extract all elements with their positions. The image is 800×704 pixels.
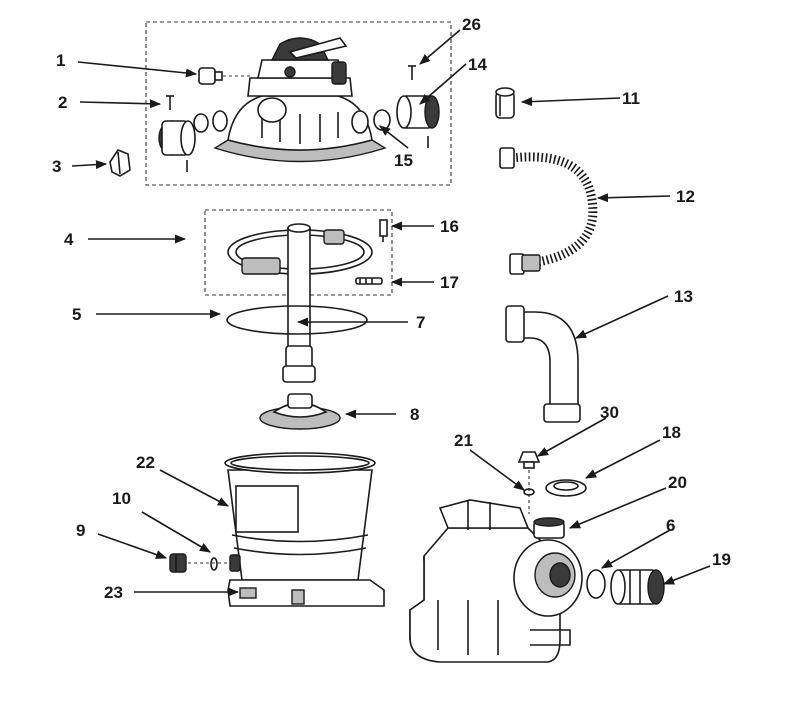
leader-lines	[71, 29, 711, 597]
strainer-cap-nut	[545, 479, 587, 497]
elbow-pipe	[505, 305, 581, 423]
label-22: 22	[136, 453, 155, 472]
hex-nut	[109, 149, 131, 177]
center-pipe	[282, 223, 316, 383]
label-17: 17	[440, 273, 459, 292]
filter-tank	[224, 452, 376, 581]
label-14: 14	[468, 55, 487, 74]
hose-adapter	[495, 87, 515, 119]
label-8: 8	[410, 405, 419, 424]
label-15: 15	[394, 151, 413, 170]
label-20: 20	[668, 473, 687, 492]
clamp-screw	[355, 277, 383, 285]
clamp-bolt	[379, 219, 388, 242]
multiport-valve	[213, 37, 387, 163]
valve-screw	[408, 65, 416, 80]
label-11: 11	[622, 89, 640, 108]
lateral-strainer	[259, 393, 341, 430]
label-10: 10	[112, 489, 131, 508]
label-3: 3	[52, 157, 61, 176]
pump-plug	[517, 451, 541, 514]
label-26: 26	[462, 15, 481, 34]
label-23: 23	[104, 583, 123, 602]
pump-hose-connector	[610, 569, 665, 605]
label-13: 13	[674, 287, 693, 306]
label-6: 6	[666, 516, 675, 535]
label-2: 2	[58, 93, 67, 112]
flexible-hose	[499, 147, 598, 275]
pump-o-ring	[586, 569, 606, 599]
label-9: 9	[76, 521, 85, 540]
pump-volute	[513, 517, 583, 617]
tank-base	[227, 579, 385, 607]
label-1: 1	[56, 51, 65, 70]
label-30: 30	[600, 403, 619, 422]
label-18: 18	[662, 423, 681, 442]
label-19: 19	[712, 550, 731, 569]
drain-plug	[198, 67, 250, 85]
drain-o-ring	[188, 557, 230, 571]
label-7: 7	[416, 313, 425, 332]
small-screw	[166, 95, 174, 110]
label-4: 4	[64, 230, 74, 249]
label-12: 12	[676, 187, 695, 206]
label-16: 16	[440, 217, 459, 236]
tank-o-ring	[226, 305, 368, 335]
label-21: 21	[454, 431, 473, 450]
drain-cap	[169, 553, 187, 573]
left-hose-connector	[158, 110, 228, 172]
label-5: 5	[72, 305, 81, 324]
plug-o-ring	[523, 488, 535, 496]
